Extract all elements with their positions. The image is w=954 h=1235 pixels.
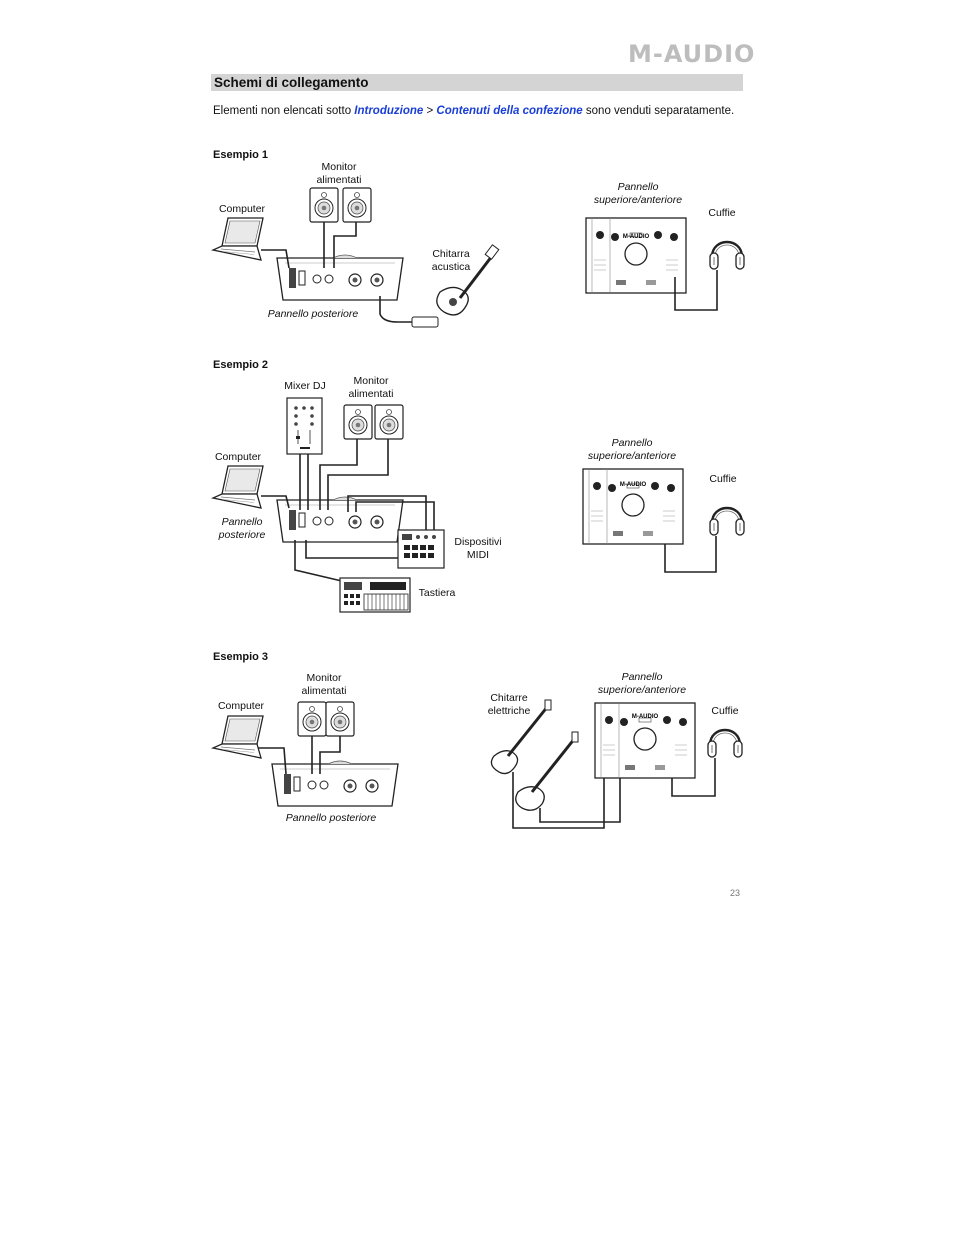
m-audio-logo: M-AUDIO: [628, 40, 756, 68]
ex3-cables: [258, 736, 341, 775]
ex2-headphones: [708, 506, 746, 537]
ex2-midi-controller: [397, 529, 445, 569]
ex2-front-panel-label-line2: superiore/anteriore: [587, 450, 677, 462]
intro-separator: >: [423, 105, 437, 117]
ex1-cables: [261, 222, 412, 323]
ex2-rear-panel-label-line2: posteriore: [218, 529, 266, 541]
ex2-computer-label: Computer: [214, 451, 262, 463]
example-1-title: Esempio 1: [213, 149, 269, 161]
ex1-front-panel-device: [585, 217, 687, 294]
ex1-acoustic-guitar: [436, 244, 500, 316]
ex2-dj-mixer: [286, 397, 323, 455]
ex3-electric-guitars: [490, 699, 579, 811]
ex2-mixer-label: Mixer DJ: [284, 380, 326, 392]
intro-text-before: Elementi non elencati sotto: [213, 105, 355, 117]
ex2-headphone-cable: [664, 536, 717, 573]
ex1-guitar-label-line1: Chitarra: [432, 248, 470, 260]
ex2-monitor-left: [343, 404, 373, 440]
ex1-rear-panel-device: [276, 254, 404, 301]
ex3-headphones: [706, 728, 744, 759]
intro-paragraph: Elementi non elencati sotto Introduzione…: [213, 105, 734, 117]
ex1-monitor-left: [309, 187, 339, 223]
ex2-monitor-right: [374, 404, 404, 440]
ex2-front-panel-label-line1: Pannello: [611, 437, 653, 449]
ex3-device-logo: M-AUDIO: [632, 714, 659, 720]
ex2-monitor-label-line2: alimentati: [348, 388, 394, 400]
ex1-device-logo: M-AUDIO: [623, 234, 650, 240]
ex2-rear-panel-label-line1: Pannello: [221, 516, 263, 528]
ex3-monitor-label-line1: Monitor: [306, 672, 342, 684]
ex2-rear-panel-device: [276, 496, 404, 543]
ex3-guitars-label-line1: Chitarre: [490, 692, 528, 704]
section-title: Schemi di collegamento: [214, 75, 369, 90]
ex2-computer-laptop: [212, 465, 264, 509]
ex3-front-panel-label-line1: Pannello: [621, 671, 663, 683]
ex2-device-logo: M-AUDIO: [620, 482, 647, 488]
example-3-title: Esempio 3: [213, 651, 269, 663]
ex1-monitor-right: [342, 187, 372, 223]
ex3-monitor-left: [297, 701, 327, 737]
section-heading-bar: [211, 74, 743, 91]
ex3-monitor-label-line2: alimentati: [301, 685, 347, 697]
ex1-headphone-cable: [674, 270, 718, 311]
ex3-guitars-label-line2: elettriche: [487, 705, 531, 717]
ex1-front-panel-label-line2: superiore/anteriore: [593, 194, 683, 206]
ex3-headphones-label: Cuffie: [711, 705, 739, 717]
ex2-front-panel-device: [582, 468, 684, 545]
ex1-front-panel-label-line1: Pannello: [617, 181, 659, 193]
ex2-keyboard: [339, 577, 411, 613]
ex2-keyboard-label: Tastiera: [418, 587, 456, 599]
ex3-computer-laptop: [212, 715, 264, 759]
ex3-monitor-right: [325, 701, 355, 737]
ex2-headphones-label: Cuffie: [709, 473, 737, 485]
ex1-computer-label: Computer: [218, 203, 266, 215]
page-number: 23: [730, 888, 741, 898]
ex3-guitar-and-headphone-cables: [512, 758, 716, 829]
example-2-title: Esempio 2: [213, 359, 269, 371]
link-introduzione[interactable]: Introduzione: [354, 105, 424, 117]
ex2-monitor-label-line1: Monitor: [353, 375, 389, 387]
ex1-headphones-label: Cuffie: [708, 207, 736, 219]
ex1-headphones: [708, 240, 746, 271]
link-contenuti-confezione[interactable]: Contenuti della confezione: [436, 105, 583, 117]
ex1-guitar-label-line2: acustica: [431, 261, 471, 273]
ex2-midi-label-line2: MIDI: [466, 549, 490, 561]
ex3-computer-label: Computer: [217, 700, 265, 712]
intro-text-after: sono venduti separatamente.: [582, 105, 735, 117]
ex3-rear-panel-device: [271, 760, 399, 807]
ex1-xlr-plug: [411, 316, 439, 328]
ex1-computer-laptop: [212, 217, 264, 261]
ex1-monitor-label-line1: Monitor: [321, 161, 357, 173]
ex2-midi-label-line1: Dispositivi: [454, 536, 502, 548]
ex3-front-panel-label-line2: superiore/anteriore: [597, 684, 687, 696]
ex1-monitor-label-line2: alimentati: [316, 174, 362, 186]
ex1-rear-panel-label: Pannello posteriore: [267, 308, 359, 320]
ex3-rear-panel-label: Pannello posteriore: [285, 812, 377, 824]
